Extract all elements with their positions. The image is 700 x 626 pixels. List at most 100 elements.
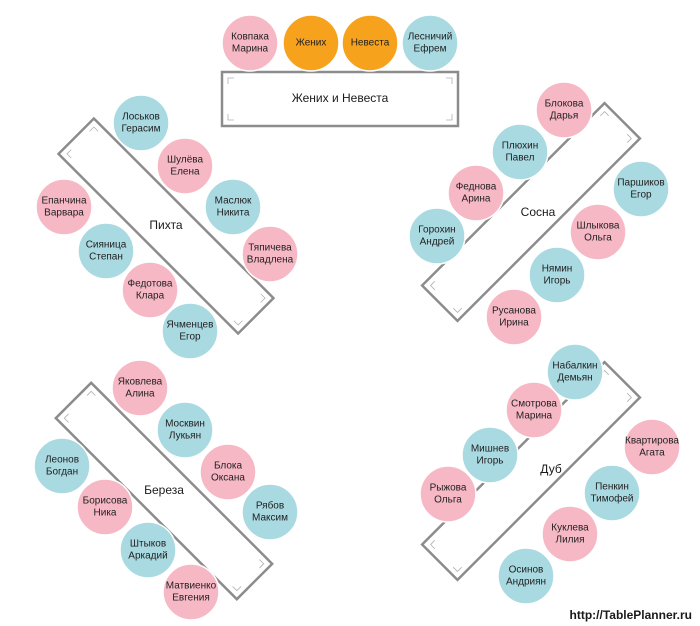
seat-name-line: Ольга [584, 233, 612, 244]
seat-circle[interactable] [485, 288, 543, 346]
seat-circle[interactable] [204, 178, 262, 236]
seat-circle[interactable] [33, 437, 91, 495]
seat-name-line: Сияница [86, 240, 127, 251]
seat-circle[interactable] [35, 178, 93, 236]
seat-name-line: Арина [462, 194, 491, 205]
seat-circle[interactable] [497, 547, 555, 605]
seat-name-line: Ника [94, 508, 117, 519]
table-corner-ornament [66, 149, 72, 159]
seat-name-line: Нямин [542, 264, 573, 275]
table-corner-ornament [227, 77, 234, 84]
seat-name-line: Никита [217, 208, 250, 219]
seat-circle[interactable] [241, 225, 299, 283]
seat-circle[interactable] [569, 203, 627, 261]
seat-circle[interactable] [199, 443, 257, 501]
seat-name-line: Марина [516, 411, 553, 422]
seat-circle[interactable] [419, 465, 477, 523]
seat-circle[interactable] [623, 418, 681, 476]
seat-name-line: Алина [125, 389, 155, 400]
watermark: http://TablePlanner.ru [569, 608, 692, 622]
seat-circle[interactable] [77, 222, 135, 280]
seat-1-2[interactable]: Жених [282, 14, 340, 72]
seat-circle[interactable] [119, 521, 177, 579]
seat-circle[interactable] [111, 359, 169, 417]
seat-name-line: Набалкин [552, 360, 597, 372]
seat-circle[interactable] [612, 160, 670, 218]
seat-1-3[interactable]: Невеста [341, 14, 399, 72]
seat-circle[interactable] [161, 302, 219, 360]
seat-circle[interactable] [401, 14, 459, 72]
seat-circle[interactable] [162, 563, 220, 621]
seat-name-line: Осинов [509, 565, 544, 576]
table-2: ПихтаЛоськовГерасимШулёваЕленаМаслюкНики… [35, 94, 299, 360]
seat-circle[interactable] [583, 464, 641, 522]
table-5: ДубНабалкинДемьянСмотроваМаринаКвартиров… [419, 343, 681, 605]
seat-name-line: Агата [639, 448, 665, 459]
seat-name-line: Евгения [172, 593, 210, 604]
seat-circle[interactable] [546, 343, 604, 401]
table-corner-ornament [452, 566, 462, 572]
seat-circle[interactable] [282, 14, 340, 72]
seat-circle[interactable] [76, 478, 134, 536]
seat-circle[interactable] [461, 426, 519, 484]
table-3: СоснаБлоковаДарьяПлюхинПавелПаршиковЕгор… [408, 81, 670, 346]
seat-circle[interactable] [156, 137, 214, 195]
seat-name-line: Андриян [506, 577, 546, 588]
seat-circle[interactable] [447, 164, 505, 222]
seat-circle[interactable] [156, 401, 214, 459]
seat-circle[interactable] [341, 14, 399, 72]
seat-name-line: Марина [232, 44, 269, 55]
seat-circle[interactable] [221, 14, 279, 72]
seat-name-line: Русанова [492, 306, 536, 317]
seat-name-line: Елена [170, 167, 200, 178]
seat-name-line: Горохин [418, 225, 455, 236]
seat-name-line: Ячменцев [167, 320, 214, 331]
seat-circle[interactable] [528, 246, 586, 304]
seat-name-line: Егор [179, 332, 201, 343]
seat-name-line: Павел [505, 153, 534, 164]
seat-circle[interactable] [541, 505, 599, 563]
seat-circle[interactable] [112, 94, 170, 152]
seat-circle[interactable] [241, 483, 299, 541]
seat-circle[interactable] [505, 381, 563, 439]
seat-circle[interactable] [491, 123, 549, 181]
seat-circle[interactable] [121, 261, 179, 319]
seat-circle[interactable] [408, 207, 466, 265]
seat-name-line: Маслюк [215, 196, 252, 207]
seat-circle[interactable] [535, 81, 593, 139]
